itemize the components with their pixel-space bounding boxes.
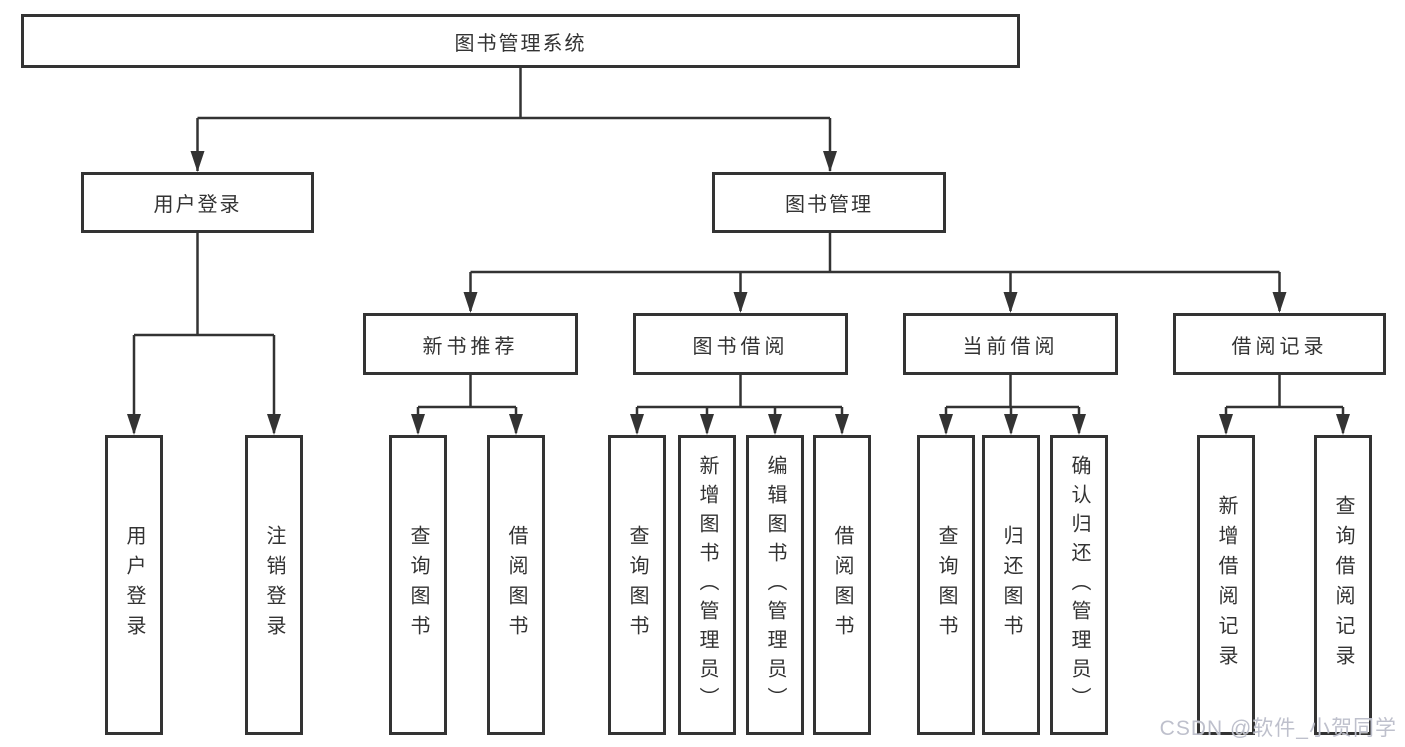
node-label: 用户登录 (123, 525, 145, 645)
arrowhead (939, 414, 953, 435)
node-label: 图书管理 (785, 194, 873, 216)
csdn-watermark: CSDN @软件_小贺同学 (1159, 717, 1397, 740)
node-root: 图书管理系统 (21, 14, 1020, 68)
node-label: 查询借阅记录 (1332, 495, 1354, 675)
connector-userlogin-to-leaves (127, 233, 281, 435)
arrowhead (768, 414, 782, 435)
leaf-borrow-books-1: 借阅图书 (487, 435, 545, 735)
node-label: 查询图书 (626, 525, 648, 645)
arrowhead (190, 151, 205, 172)
node-book-management: 图书管理 (712, 172, 946, 233)
leaf-logout: 注销登录 (245, 435, 303, 735)
node-label: 注销登录 (263, 525, 285, 645)
connector-bookmgmt-to-level3 (463, 233, 1287, 313)
connector-line (469, 233, 1281, 311)
connector-line (1224, 375, 1345, 433)
arrowhead (411, 414, 425, 435)
leaf-query-books-3: 查询图书 (917, 435, 975, 735)
node-label: 借阅图书 (505, 525, 527, 645)
connector-line (635, 375, 844, 433)
arrowhead (700, 414, 714, 435)
node-label: 编辑图书（管理员） (764, 454, 786, 716)
node-book-borrow: 图书借阅 (633, 313, 848, 375)
node-label: 用户登录 (153, 194, 242, 216)
node-current-borrow: 当前借阅 (903, 313, 1118, 375)
node-label: 归还图书 (1000, 525, 1022, 645)
leaf-query-borrow-record: 查询借阅记录 (1314, 435, 1372, 735)
node-label: 图书管理系统 (454, 32, 587, 55)
connector-current-to-leaves (939, 375, 1086, 435)
leaf-query-books-1: 查询图书 (389, 435, 447, 735)
node-label: 借阅记录 (1231, 335, 1328, 358)
leaf-query-books-2: 查询图书 (608, 435, 666, 735)
connector-line (132, 233, 276, 433)
leaf-add-borrow-record: 新增借阅记录 (1197, 435, 1255, 735)
connector-records-to-leaves (1219, 375, 1350, 435)
node-label: 查询图书 (407, 525, 429, 645)
node-new-book-recommend: 新书推荐 (363, 313, 578, 375)
arrowhead (823, 151, 837, 172)
connector-line (416, 375, 518, 433)
leaf-edit-books-admin: 编辑图书（管理员） (746, 435, 804, 735)
arrowhead (1003, 292, 1018, 313)
connector-borrow-to-leaves (630, 375, 849, 435)
leaf-user-login: 用户登录 (105, 435, 163, 735)
leaf-return-books: 归还图书 (982, 435, 1040, 735)
leaf-add-books-admin: 新增图书（管理员） (678, 435, 736, 735)
arrowhead (1336, 414, 1350, 435)
arrowhead (1072, 414, 1086, 435)
arrowhead (267, 414, 281, 435)
arrowhead (1272, 292, 1287, 313)
arrowhead (1219, 414, 1233, 435)
arrowhead (733, 292, 748, 313)
leaf-borrow-books-2: 借阅图书 (813, 435, 871, 735)
leaf-confirm-return-admin: 确认归还（管理员） (1050, 435, 1108, 735)
connector-root-to-level2 (190, 68, 837, 172)
node-label: 新增图书（管理员） (696, 454, 718, 716)
node-borrow-records: 借阅记录 (1173, 313, 1386, 375)
node-label: 确认归还（管理员） (1068, 454, 1090, 716)
node-label: 当前借阅 (962, 335, 1059, 358)
node-label: 图书借阅 (692, 335, 789, 358)
connector-newbooks-to-leaves (411, 375, 523, 435)
arrowhead (630, 414, 644, 435)
arrowhead (127, 414, 141, 435)
node-user-login: 用户登录 (81, 172, 314, 233)
arrowhead (463, 292, 478, 313)
node-label: 新增借阅记录 (1215, 495, 1237, 675)
arrowhead (1004, 414, 1018, 435)
node-label: 查询图书 (935, 525, 957, 645)
connector-line (196, 68, 832, 171)
arrowhead (835, 414, 849, 435)
node-label: 借阅图书 (831, 525, 853, 645)
node-label: 新书推荐 (422, 335, 519, 358)
arrowhead (509, 414, 523, 435)
